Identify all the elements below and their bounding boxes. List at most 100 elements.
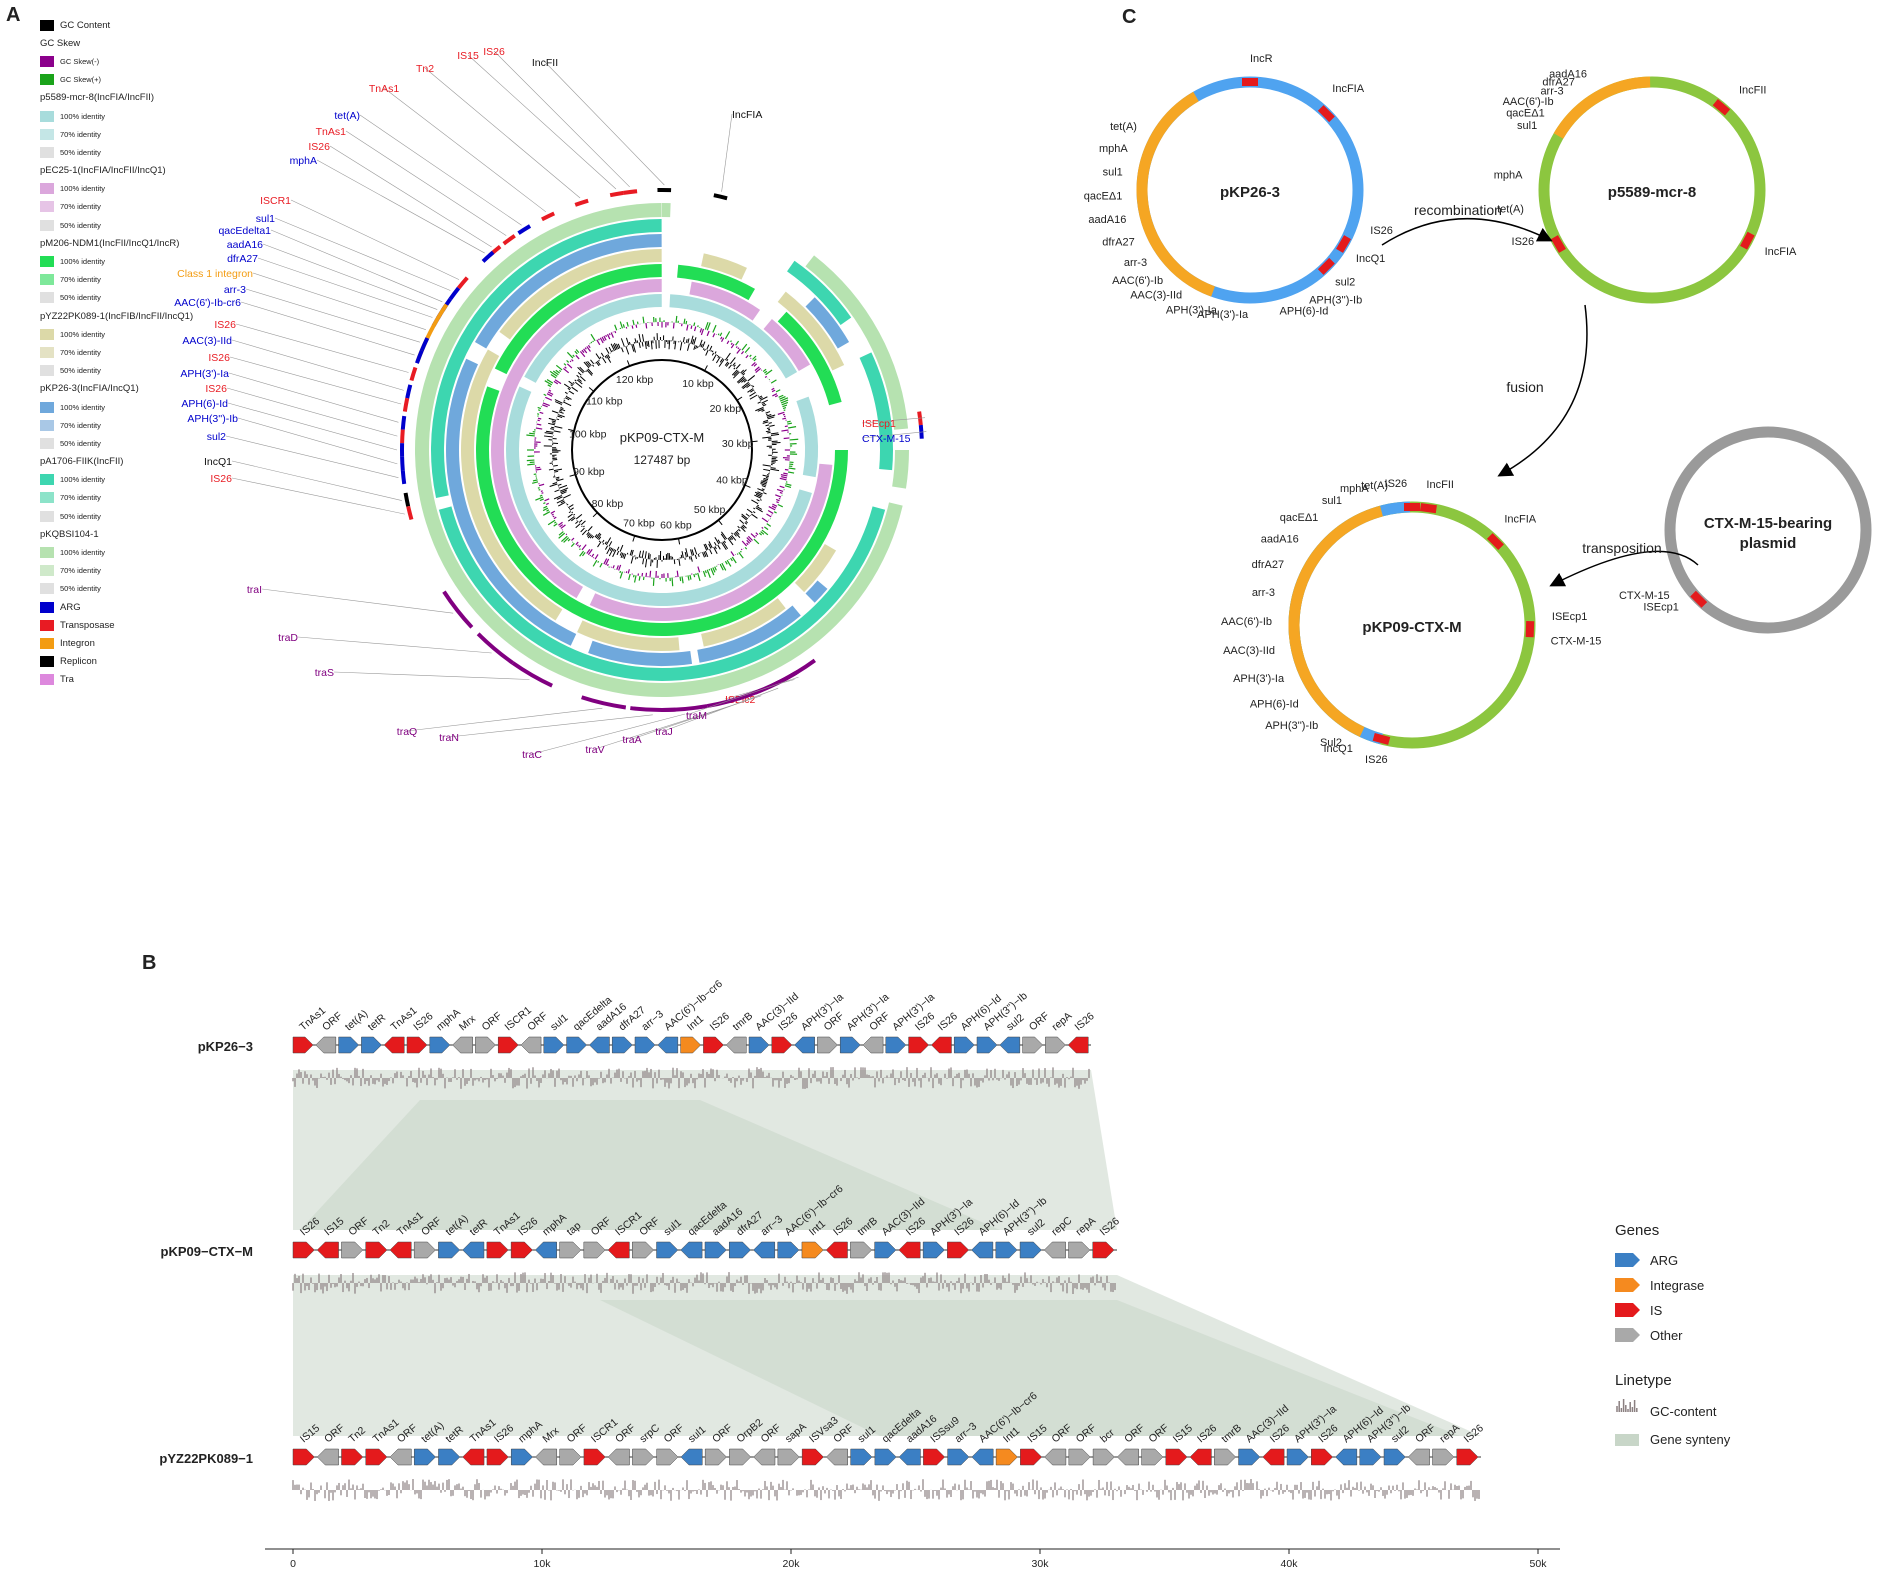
gene-arrow	[1262, 1448, 1285, 1466]
feature-arc	[419, 337, 430, 352]
gc-content-spike	[742, 373, 746, 376]
legend-a-label: Replicon	[60, 656, 97, 668]
gc-content-spike	[770, 433, 780, 436]
gc-skew-spike	[778, 394, 784, 398]
gc-content-spike	[597, 541, 602, 548]
gc-skew-spike	[739, 550, 742, 553]
gc-content-spike	[612, 350, 614, 352]
gc-content-spike	[706, 344, 710, 350]
gene-arrow	[1383, 1448, 1406, 1466]
gc-content-spike	[753, 507, 756, 510]
gc-content-spike	[690, 556, 693, 562]
homology-ring-segment	[494, 264, 662, 375]
legend-a-label: 100% identity	[60, 475, 106, 485]
gc-content-spike	[761, 488, 765, 491]
gene-arrow	[438, 1241, 461, 1259]
gc-content-spike	[715, 356, 721, 364]
gc-skew-spike	[781, 401, 789, 406]
gc-skew-spike	[552, 370, 559, 376]
gc-content-spike	[761, 409, 765, 412]
homology-ring-segment	[701, 253, 747, 280]
gc-content-spike	[734, 531, 741, 539]
legend-swatch	[40, 656, 54, 668]
gc-content-spike	[585, 370, 587, 373]
legend-a-label: GC Skew(+)	[60, 75, 102, 85]
gc-content-spike	[673, 559, 676, 565]
gc-content-spike	[559, 487, 569, 492]
circle-feature-label: APH(3')-Ia	[1166, 305, 1218, 317]
gene-arrow	[413, 1448, 436, 1466]
gc-content-spike	[751, 499, 759, 505]
gc-skew-spike	[538, 483, 545, 487]
feature-label: IncFII	[532, 57, 558, 69]
gc-content-spike	[757, 491, 764, 495]
leader-line	[245, 288, 420, 343]
circle-feature-label: qacEΔ1	[1506, 108, 1545, 120]
is26-marker	[1551, 235, 1566, 253]
gc-skew-spike	[785, 483, 792, 486]
gc-skew-spike	[779, 477, 787, 481]
is26-marker	[1336, 235, 1351, 253]
gc-content-spike	[616, 550, 620, 556]
gc-skew-spike	[633, 575, 637, 583]
homology-ring-segment	[892, 450, 909, 489]
gc-skew-spike	[565, 533, 568, 536]
gc-skew-spike	[614, 324, 618, 331]
gc-skew-spike	[736, 348, 741, 354]
gc-skew-spike	[760, 531, 765, 535]
gc-content-spike	[747, 388, 754, 393]
gc-content-spike	[770, 468, 780, 472]
gc-skew-spike	[724, 331, 731, 340]
gc-content-spike	[575, 520, 579, 525]
feature-arc	[406, 505, 414, 521]
gene-arrow	[753, 1241, 776, 1259]
gene-arrow	[680, 1241, 703, 1259]
gc-content-spike	[731, 534, 737, 541]
legend-a-label: 100% identity	[60, 329, 106, 339]
gc-skew-spike	[780, 399, 789, 404]
gene-arrow	[383, 1036, 405, 1054]
gc-skew-spike	[714, 566, 717, 571]
gc-content-spike	[580, 520, 586, 526]
gc-skew-spike	[765, 369, 773, 376]
gc-content-spike	[619, 544, 624, 552]
gene-label: tmrB	[730, 1010, 755, 1033]
circle-feature-label: tet(A)	[1497, 204, 1524, 216]
gc-skew-spike	[706, 569, 711, 579]
legend-a-label: 50% identity	[60, 220, 101, 230]
gc-skew-spike	[712, 333, 716, 338]
gc-skew-spike	[537, 406, 542, 410]
gc-content-spike	[742, 383, 750, 390]
legend-a-item: Integron	[40, 634, 250, 652]
gc-skew-spike	[761, 526, 764, 529]
gene-arrow	[922, 1241, 945, 1259]
circle-feature-label: AAC(3)-IId	[1223, 645, 1275, 657]
gc-content-spike	[581, 529, 588, 536]
gc-skew-spike	[730, 551, 735, 557]
feature-arc	[400, 470, 407, 485]
gene-arrow	[908, 1036, 930, 1054]
gc-content-spike	[548, 417, 557, 421]
circle-feature-label: IncQ1	[1323, 743, 1352, 755]
gc-skew-spike	[676, 570, 679, 578]
gc-content-spike	[724, 352, 731, 361]
gc-content-spike	[575, 523, 581, 529]
feature-label: arr-3	[224, 284, 246, 296]
gc-skew-spike	[782, 404, 788, 408]
legend-swatch	[40, 365, 54, 377]
feature-label: APH(3'')-Ib	[187, 413, 238, 425]
gc-content-spike	[770, 432, 779, 435]
gene-arrow	[583, 1448, 606, 1466]
feature-label: IS26	[210, 473, 232, 485]
legend-swatch	[40, 565, 54, 577]
legend-a-item: Replicon	[40, 653, 250, 671]
gc-content-spike	[741, 378, 747, 383]
legend-a-label: pKQBSI104-1	[40, 528, 99, 540]
legend-a-item: p5589-mcr-8(IncFIA/IncFII)	[40, 89, 250, 107]
gc-content-spike	[733, 367, 736, 370]
gc-skew-spike	[542, 402, 550, 407]
legend-a-label: 100% identity	[60, 257, 106, 267]
gc-content-spike	[571, 511, 574, 514]
gc-content-spike	[556, 499, 565, 504]
